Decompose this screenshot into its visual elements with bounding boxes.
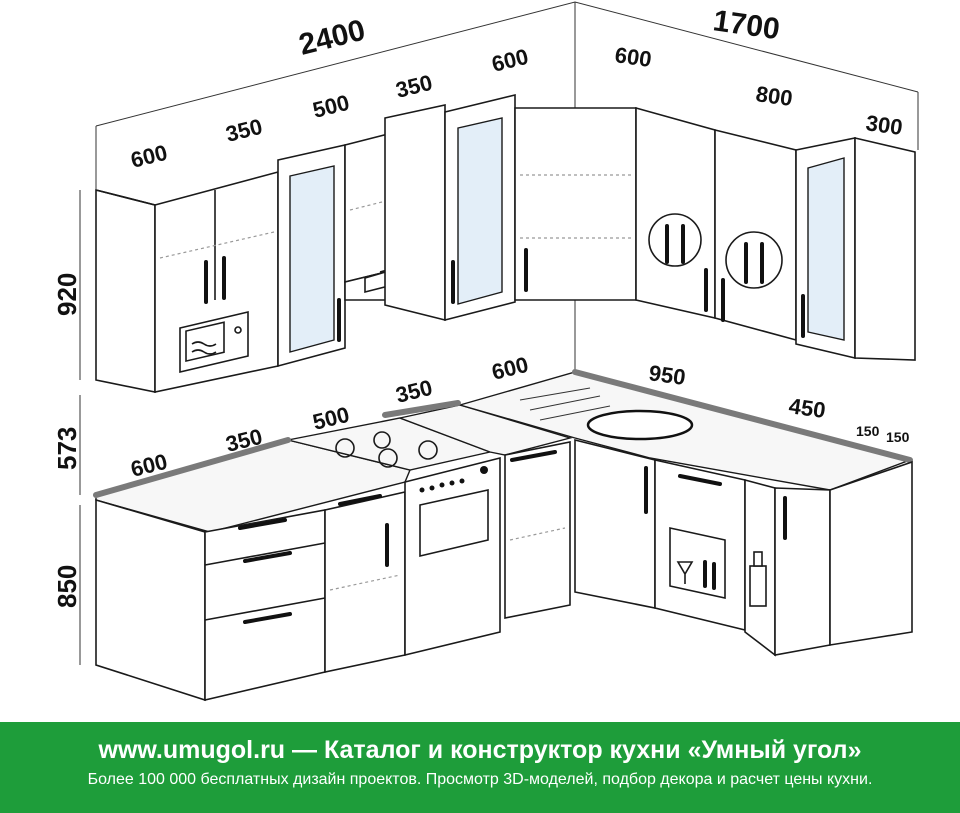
dim-upper-600-b: 600: [489, 44, 531, 77]
lower-cabinet-right-1: [574, 438, 656, 609]
dimension-lines: [79, 126, 97, 665]
lower-cabinet-drawers: [95, 498, 326, 702]
upper-cabinet-glass-1: [277, 144, 346, 368]
lower-cabinet-door: [324, 491, 406, 673]
kitchen-drawing: 2400 1700 600 350 500 350 600 600 800 30…: [52, 1, 919, 702]
oven: [404, 456, 501, 657]
dim-lower-right-150-a: 150: [856, 423, 880, 439]
microwave-icon: [191, 326, 242, 355]
upper-cabinet-right-1: [635, 106, 716, 320]
hob-icon: [335, 431, 438, 468]
dishwasher-icon: [654, 459, 746, 632]
sink-icon: [519, 387, 694, 441]
countertop-edges: [93, 369, 913, 498]
plate-fork-icon-2: [725, 231, 783, 289]
upper-cabinet-glass-2: [444, 93, 516, 322]
dim-height-upper: 920: [52, 273, 82, 316]
plate-fork-icon-1: [648, 213, 702, 267]
dim-height-lower: 850: [52, 565, 82, 608]
upper-cabinet-narrow: [384, 104, 446, 322]
dim-lower-600-b: 600: [489, 352, 531, 385]
dim-upper-right-300: 300: [864, 110, 904, 140]
dim-upper-500: 500: [310, 90, 352, 123]
dim-lower-right-950: 950: [647, 360, 687, 390]
dim-upper-right-800: 800: [754, 81, 794, 111]
dim-width-left-total: 2400: [296, 14, 369, 62]
dim-lower-350-b: 350: [393, 375, 435, 408]
upper-cabinet-corner: [514, 107, 637, 301]
dim-upper-350-a: 350: [223, 114, 265, 147]
upper-cabinet-right-2: [714, 128, 797, 342]
dim-width-right-total: 1700: [711, 4, 782, 46]
dim-lower-right-150-b: 150: [886, 429, 910, 445]
lower-cabinet-end: [774, 460, 913, 656]
lower-cabinet-corner: [504, 441, 571, 619]
dim-height-gap: 573: [52, 427, 82, 470]
footer-title[interactable]: www.umugol.ru — Каталог и конструктор ку…: [98, 736, 862, 764]
dim-upper-600-a: 600: [128, 140, 170, 173]
dim-lower-right-450: 450: [787, 393, 827, 423]
dim-upper-350-b: 350: [393, 70, 435, 103]
footer-subtitle: Более 100 000 бесплатных дизайн проектов…: [87, 771, 873, 788]
bottle-cabinet: [744, 478, 776, 657]
upper-cabinet-glass-right: [795, 136, 916, 361]
footer-banner: www.umugol.ru — Каталог и конструктор ку…: [0, 722, 960, 813]
upper-cabinet-microwave: [95, 170, 279, 393]
dim-upper-right-600: 600: [613, 42, 653, 72]
